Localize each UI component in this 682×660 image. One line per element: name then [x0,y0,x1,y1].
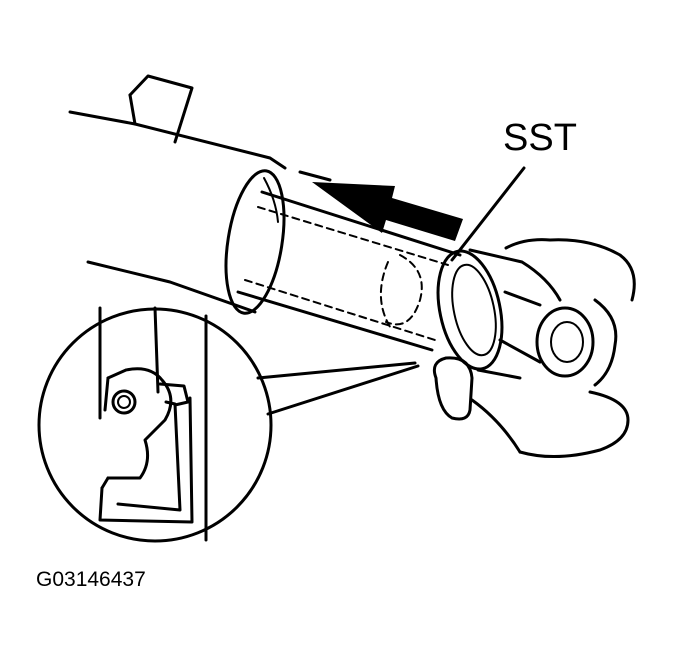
hand [432,238,636,458]
detail-leader [256,361,420,416]
housing-outline [68,110,332,314]
direction-arrow [312,182,463,241]
detail-circle [37,306,273,543]
bore-opening [224,169,286,315]
sst-tool-shaft [236,190,462,352]
sst-leader-line [450,166,526,262]
housing-tab [128,74,194,144]
sst-label: SST [503,117,577,159]
figure-code: G03146437 [36,568,146,591]
